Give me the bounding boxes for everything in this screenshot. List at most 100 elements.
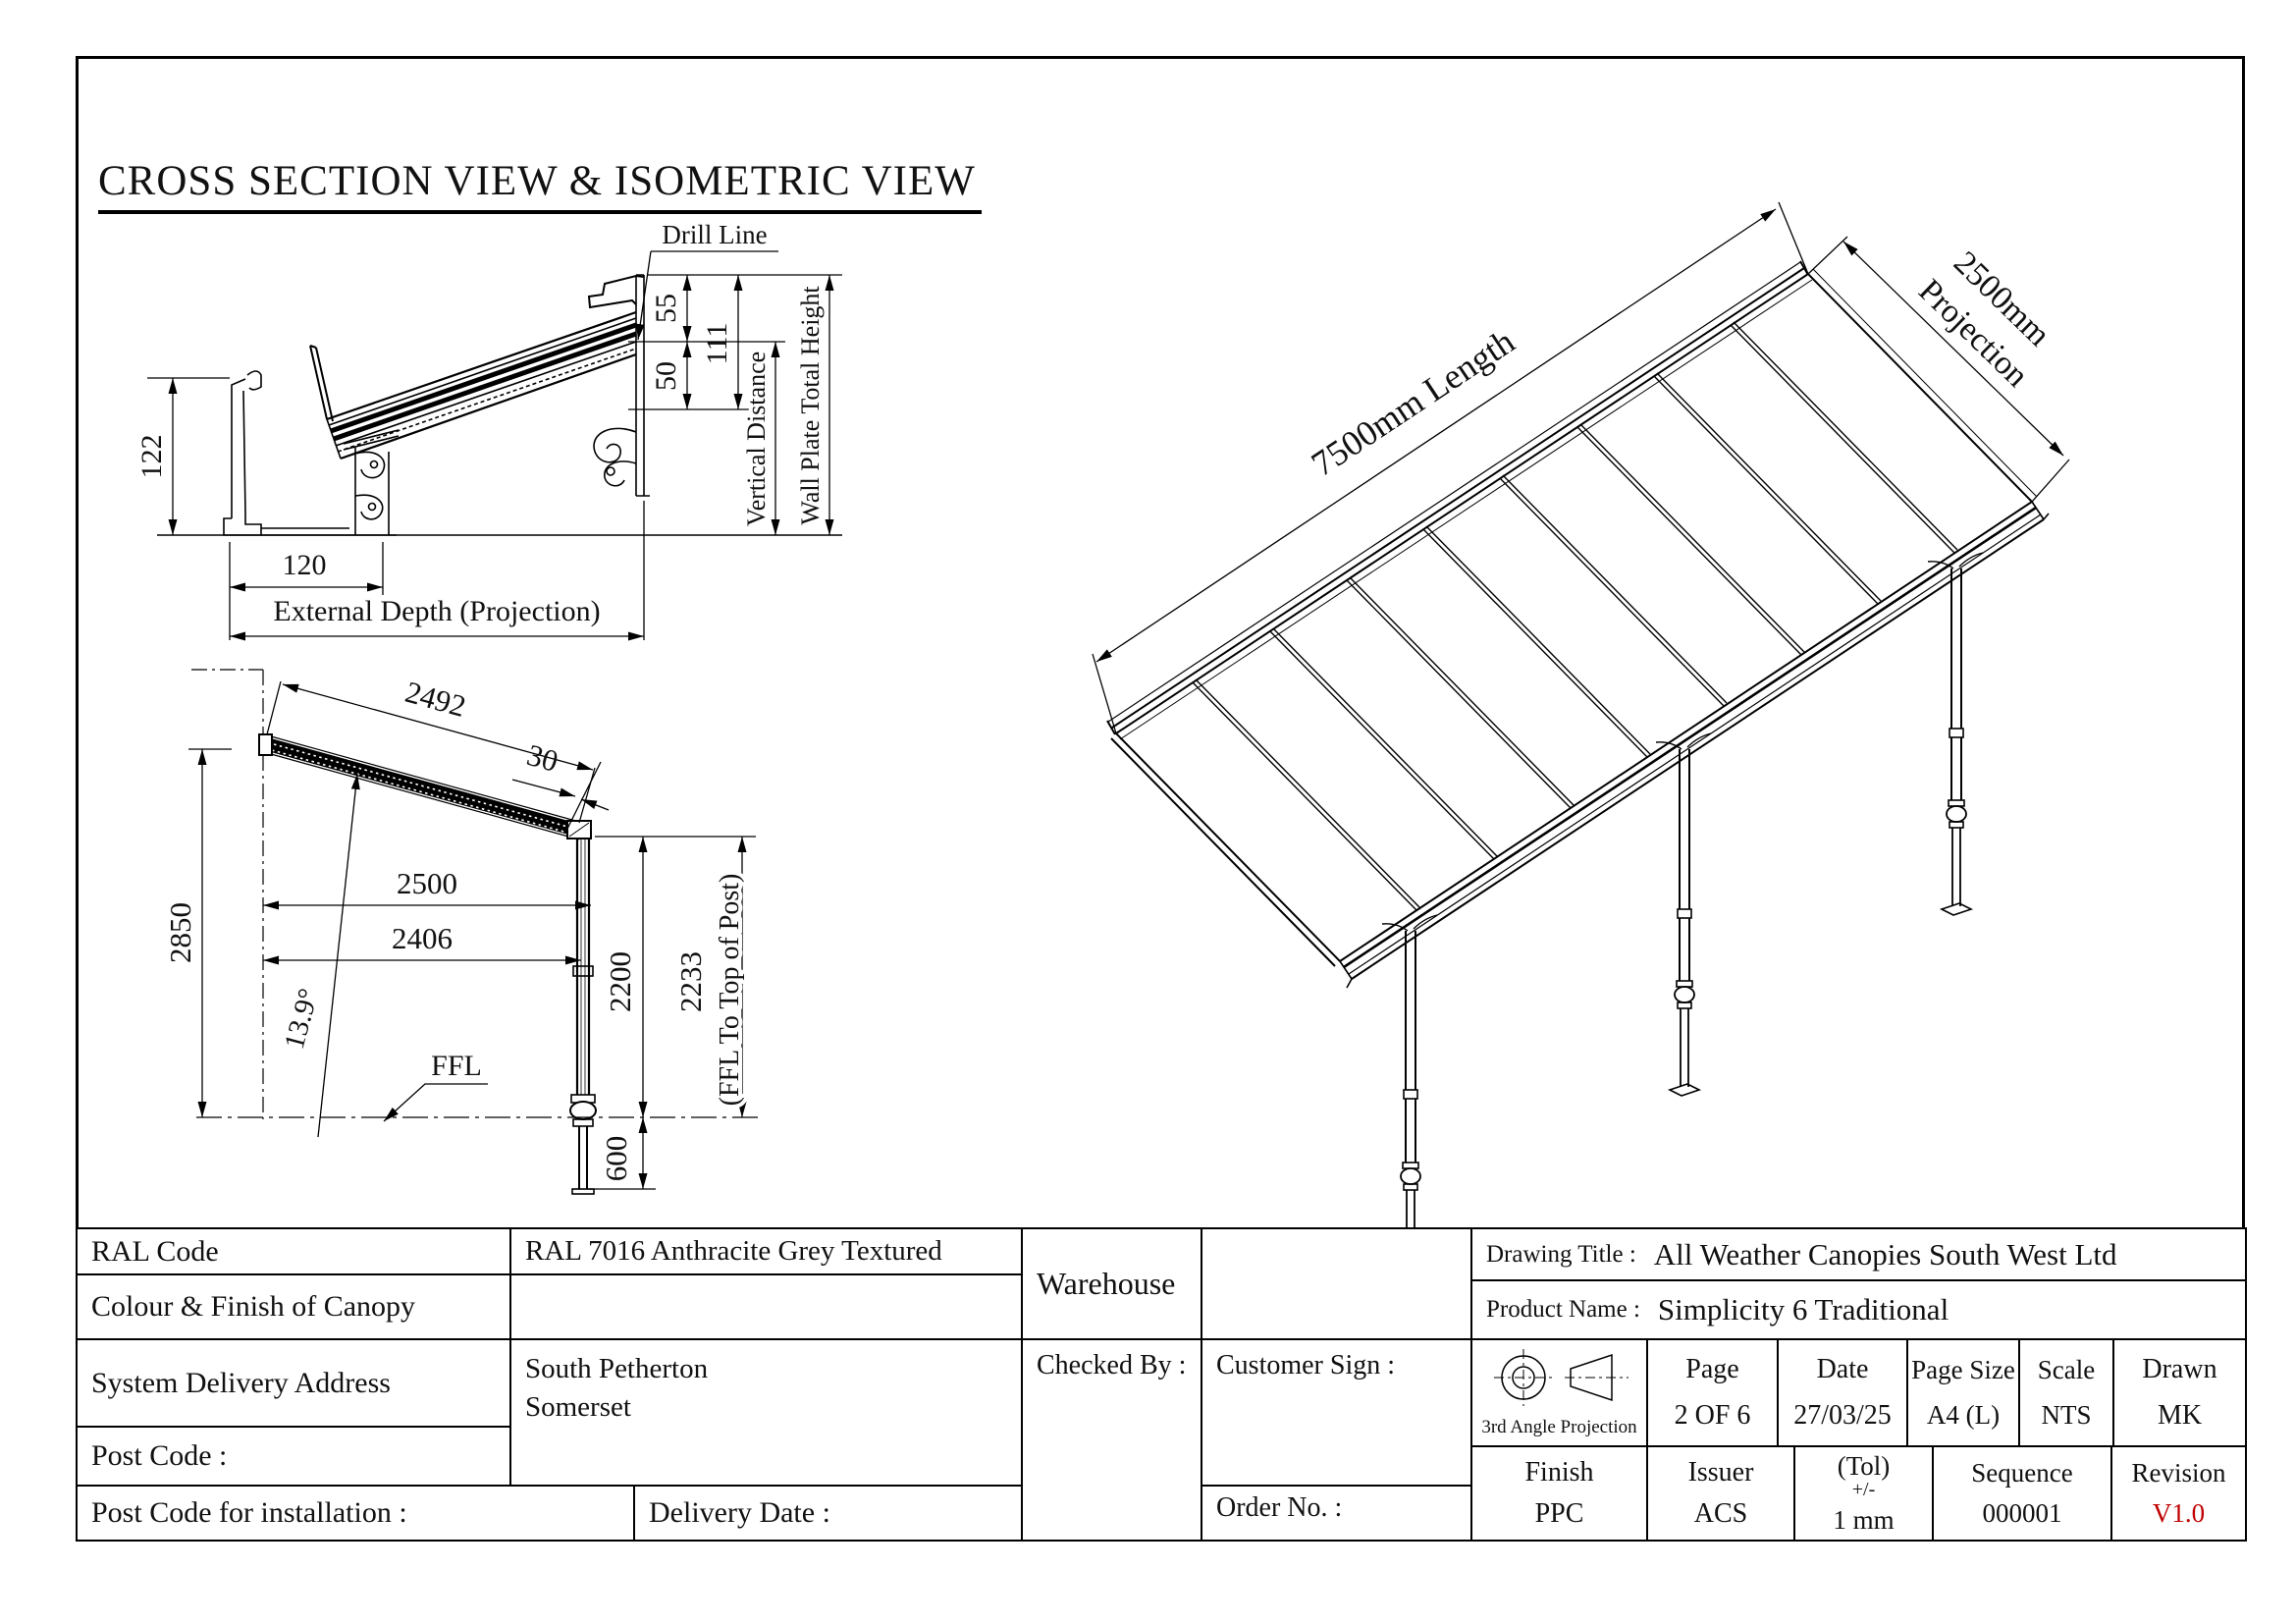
- dim-111: 111: [701, 323, 733, 365]
- product-name-cell: Product Name : Simplicity 6 Traditional: [1470, 1279, 2247, 1340]
- dim-2500: 2500: [397, 866, 457, 900]
- delivery-date-cell[interactable]: Delivery Date :: [633, 1485, 1023, 1542]
- checked-by-cell[interactable]: Checked By :: [1021, 1338, 1202, 1542]
- dim-50: 50: [650, 361, 682, 391]
- finish-cell: Finish PPC: [1470, 1445, 1648, 1542]
- tol-plusminus: +/-: [1851, 1478, 1876, 1500]
- date-value: 27/03/25: [1793, 1399, 1892, 1431]
- ffl-label: FFL: [431, 1050, 482, 1082]
- post-code-label-cell: Post Code :: [76, 1426, 511, 1487]
- wall-datum-line: [191, 669, 264, 1119]
- dim-2406: 2406: [392, 921, 453, 955]
- elevation-post: [566, 820, 597, 1195]
- colour-finish-label: Colour & Finish of Canopy: [91, 1290, 416, 1323]
- elevation-view: 2492 30 2850 2500 2406 13.9° FFL 2200 22…: [163, 669, 758, 1195]
- page-size-value: A4 (L): [1926, 1400, 2001, 1430]
- iso-length-label: 7500mm Length: [1305, 321, 1522, 484]
- delivery-address-line2: Somerset: [525, 1391, 631, 1424]
- page-title: CROSS SECTION VIEW & ISOMETRIC VIEW: [98, 157, 982, 214]
- third-angle-projection-icon: [1493, 1349, 1629, 1406]
- ral-code-value: RAL 7016 Anthracite Grey Textured: [525, 1235, 942, 1267]
- dim-2492: 2492: [401, 675, 469, 724]
- iso-post-1: [1381, 914, 1438, 1278]
- wall-bracket: [593, 427, 637, 487]
- colour-finish-label-cell: Colour & Finish of Canopy: [76, 1273, 511, 1340]
- sequence-value: 000001: [1982, 1498, 2062, 1529]
- warehouse-cell: Warehouse: [1021, 1227, 1202, 1340]
- dim-2233: 2233: [673, 951, 708, 1012]
- checked-by-label: Checked By :: [1037, 1350, 1187, 1380]
- post-code-install-label: Post Code for installation :: [91, 1496, 407, 1529]
- external-depth-label: External Depth (Projection): [273, 595, 600, 627]
- elevation-dimensions: [188, 680, 756, 1190]
- issuer-value: ACS: [1693, 1498, 1748, 1529]
- projection-symbol-label: 3rd Angle Projection: [1481, 1417, 1637, 1437]
- drawn-cell: Drawn MK: [2112, 1338, 2247, 1447]
- angle-label: 13.9°: [279, 985, 325, 1053]
- post-code-label: Post Code :: [91, 1439, 228, 1472]
- gutter-bracket: [343, 429, 400, 535]
- ffl-to-top-label: (FFL To Top of Post): [715, 874, 745, 1107]
- product-name-value: Simplicity 6 Traditional: [1657, 1292, 1949, 1326]
- order-no-label: Order No. :: [1216, 1492, 1343, 1523]
- roof-panel-section: [309, 310, 637, 460]
- drill-line-label: Drill Line: [662, 220, 767, 249]
- dim-2200: 2200: [603, 951, 637, 1012]
- dim-30: 30: [523, 737, 561, 779]
- projection-symbol-cell: 3rd Angle Projection: [1470, 1338, 1648, 1447]
- page-value: 2 OF 6: [1674, 1399, 1751, 1431]
- issuer-label: Issuer: [1687, 1457, 1754, 1488]
- drawing-title-value: All Weather Canopies South West Ltd: [1653, 1236, 2117, 1272]
- page-size-cell: Page Size A4 (L): [1906, 1338, 2020, 1447]
- dim-122: 122: [135, 435, 168, 479]
- cross-section-dimensions: [147, 250, 842, 641]
- iso-gutter: [1339, 501, 2050, 989]
- colour-finish-value-cell[interactable]: [509, 1273, 1023, 1340]
- iso-left-edge: [1110, 737, 1336, 967]
- scale-cell: Scale NTS: [2018, 1338, 2114, 1447]
- isometric-dimensions: [1092, 201, 2070, 734]
- order-no-cell[interactable]: Order No. :: [1201, 1485, 1472, 1542]
- revision-cell: Revision V1.0: [2110, 1445, 2247, 1542]
- dim-600: 600: [599, 1136, 633, 1182]
- ral-code-label-cell: RAL Code: [76, 1227, 511, 1275]
- system-delivery-label-cell: System Delivery Address: [76, 1338, 511, 1428]
- tolerance-cell: (Tol) +/- 1 mm: [1793, 1445, 1934, 1542]
- date-cell: Date 27/03/25: [1777, 1338, 1908, 1447]
- dim-120: 120: [283, 549, 327, 581]
- dim-2850: 2850: [163, 902, 197, 963]
- finish-value: PPC: [1534, 1498, 1584, 1529]
- customer-sign-cell[interactable]: Customer Sign :: [1201, 1338, 1472, 1487]
- post-code-install-cell[interactable]: Post Code for installation :: [76, 1485, 635, 1542]
- drawing-title-cell: Drawing Title : All Weather Canopies Sou…: [1470, 1227, 2247, 1281]
- revision-value: V1.0: [2152, 1498, 2206, 1529]
- sequence-cell: Sequence 000001: [1932, 1445, 2112, 1542]
- drawn-value: MK: [2157, 1399, 2203, 1431]
- vertical-distance-label: Vertical Distance: [742, 352, 771, 526]
- revision-label: Revision: [2131, 1457, 2226, 1488]
- product-name-label: Product Name :: [1486, 1296, 1640, 1323]
- delivery-address-line1: South Petherton: [525, 1353, 709, 1384]
- wall-plate-total-height-label: Wall Plate Total Height: [796, 286, 825, 525]
- iso-post-3: [1927, 552, 1984, 916]
- tol-value: 1 mm: [1833, 1504, 1895, 1535]
- sequence-label: Sequence: [1971, 1457, 2073, 1488]
- warehouse-value-cell[interactable]: [1201, 1227, 1472, 1340]
- finish-label: Finish: [1524, 1457, 1594, 1488]
- date-label: Date: [1816, 1354, 1869, 1385]
- warehouse-label: Warehouse: [1037, 1266, 1176, 1301]
- scale-label: Scale: [2037, 1355, 2096, 1384]
- customer-sign-label: Customer Sign :: [1216, 1350, 1396, 1380]
- drawing-title-label: Drawing Title :: [1486, 1240, 1636, 1268]
- iso-post-2: [1655, 732, 1712, 1097]
- isometric-view: 7500mm Length 2500mm Projection: [1092, 201, 2070, 1278]
- scale-value: NTS: [2041, 1400, 2092, 1430]
- page-label: Page: [1685, 1354, 1739, 1385]
- ral-code-value-cell: RAL 7016 Anthracite Grey Textured: [509, 1227, 1023, 1275]
- page-size-label: Page Size: [1911, 1355, 2015, 1384]
- dim-55: 55: [650, 294, 682, 323]
- page-cell: Page 2 OF 6: [1646, 1338, 1779, 1447]
- drawn-label: Drawn: [2142, 1354, 2217, 1385]
